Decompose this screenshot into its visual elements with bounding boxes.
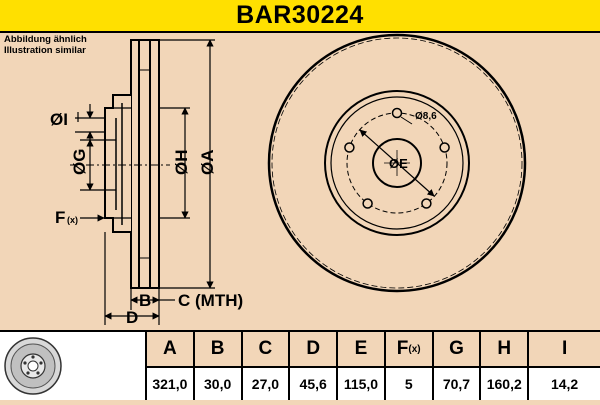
label-I: ØI bbox=[50, 110, 68, 129]
bolt-hole bbox=[344, 142, 355, 153]
header-F-main: F bbox=[396, 338, 409, 359]
note-de: Abbildung ähnlich bbox=[4, 34, 87, 45]
disc-thumbnail-icon bbox=[4, 337, 62, 395]
value-H: 160,2 bbox=[481, 366, 530, 400]
header-F: F(x) bbox=[385, 332, 434, 366]
header-I: I bbox=[529, 332, 600, 366]
side-section-view bbox=[104, 39, 160, 289]
label-H: ØH bbox=[172, 150, 191, 176]
header-A: A bbox=[147, 332, 195, 366]
technical-drawing: ØI ØG ØH ØA F (x) B C (MTH) D ØE bbox=[50, 33, 527, 327]
spec-table: A B C D E F(x) G H I 321,0 30,0 27,0 45,… bbox=[0, 330, 600, 400]
label-D: D bbox=[126, 308, 138, 327]
bolt-hole bbox=[421, 198, 432, 209]
label-E: ØE bbox=[389, 156, 408, 171]
header-E: E bbox=[338, 332, 386, 366]
value-G: 70,7 bbox=[433, 366, 482, 400]
front-view bbox=[267, 33, 527, 293]
label-C: C (MTH) bbox=[178, 291, 243, 310]
header-H: H bbox=[481, 332, 530, 366]
disc-outer-face bbox=[130, 39, 140, 289]
value-D: 45,6 bbox=[290, 366, 339, 400]
bolt-hole bbox=[391, 107, 403, 119]
spec-value-row: 321,0 30,0 27,0 45,6 115,0 5 70,7 160,2 … bbox=[147, 366, 600, 400]
dim-lines-side bbox=[75, 39, 215, 325]
disc-inner-face bbox=[149, 39, 160, 289]
disc-thumbnail bbox=[0, 332, 147, 400]
label-A: ØA bbox=[198, 150, 217, 176]
spec-header-row: A B C D E F(x) G H I bbox=[147, 332, 600, 366]
bolt-hole bbox=[439, 142, 450, 153]
hub-hat-profile bbox=[104, 94, 131, 233]
note-en: Illustration similar bbox=[4, 45, 86, 56]
value-F: 5 bbox=[385, 366, 434, 400]
header-G: G bbox=[433, 332, 482, 366]
header-B: B bbox=[194, 332, 243, 366]
value-B: 30,0 bbox=[194, 366, 243, 400]
label-G: ØG bbox=[70, 149, 89, 175]
bolt-hole bbox=[362, 198, 373, 209]
value-E: 115,0 bbox=[338, 366, 386, 400]
value-I: 14,2 bbox=[529, 366, 600, 400]
label-F: F bbox=[55, 208, 65, 227]
header-F-sub: (x) bbox=[408, 343, 421, 355]
label-F-sub: (x) bbox=[67, 215, 78, 225]
bolt-holes bbox=[344, 107, 450, 209]
hat-outer-circle bbox=[324, 90, 470, 236]
part-number-title: BAR30224 bbox=[236, 1, 364, 29]
value-C: 27,0 bbox=[242, 366, 291, 400]
title-bar: BAR30224 bbox=[0, 0, 600, 33]
header-C: C bbox=[242, 332, 291, 366]
label-B: B bbox=[139, 291, 151, 310]
header-D: D bbox=[290, 332, 339, 366]
value-A: 321,0 bbox=[147, 366, 195, 400]
label-hole: Ø8,6 bbox=[415, 111, 437, 122]
